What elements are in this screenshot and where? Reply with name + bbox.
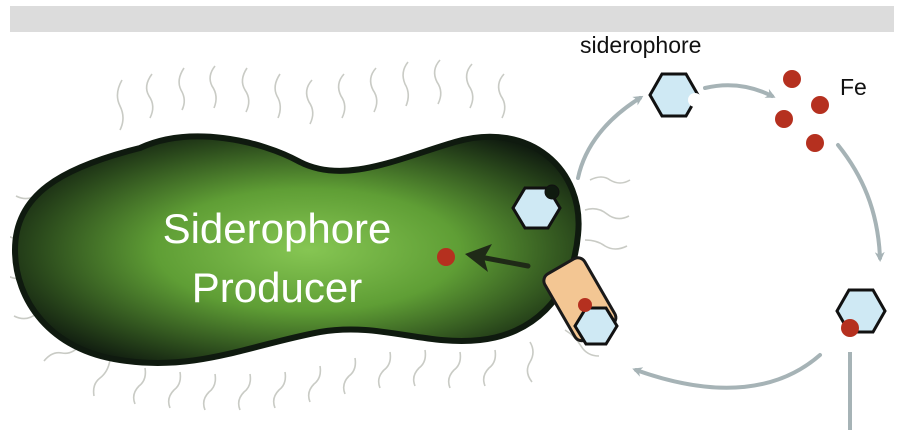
cycle-arrow-right-icon bbox=[836, 143, 885, 262]
iron-dot-icon bbox=[783, 70, 801, 88]
iron-dot-icon bbox=[811, 96, 829, 114]
ferri-siderophore-icon bbox=[835, 288, 887, 337]
frame-left bbox=[0, 0, 10, 444]
iron-dot-icon bbox=[437, 248, 455, 266]
receptor-transporter-icon bbox=[542, 256, 619, 346]
cycle-arrows bbox=[576, 83, 885, 390]
import-arrow-icon bbox=[465, 244, 531, 272]
cycle-arrow-top-icon bbox=[703, 83, 776, 98]
free-siderophore-icon bbox=[648, 72, 702, 118]
cycle-arrow-up-icon bbox=[576, 95, 644, 180]
free-iron-dots bbox=[775, 70, 829, 152]
top-bar bbox=[10, 6, 894, 32]
iron-dot-icon bbox=[775, 110, 793, 128]
iron-dot-icon bbox=[806, 134, 824, 152]
cycle-arrow-bottom-icon bbox=[632, 353, 822, 390]
siderophore-label: siderophore bbox=[580, 32, 701, 58]
frame-right bbox=[894, 0, 904, 444]
secreted-siderophore-icon bbox=[511, 184, 562, 230]
cell-label-line2: Producer bbox=[192, 264, 362, 311]
cell-label-line1: Siderophore bbox=[163, 205, 392, 252]
iron-label: Fe bbox=[840, 74, 867, 100]
bacterial-cell bbox=[11, 133, 582, 366]
